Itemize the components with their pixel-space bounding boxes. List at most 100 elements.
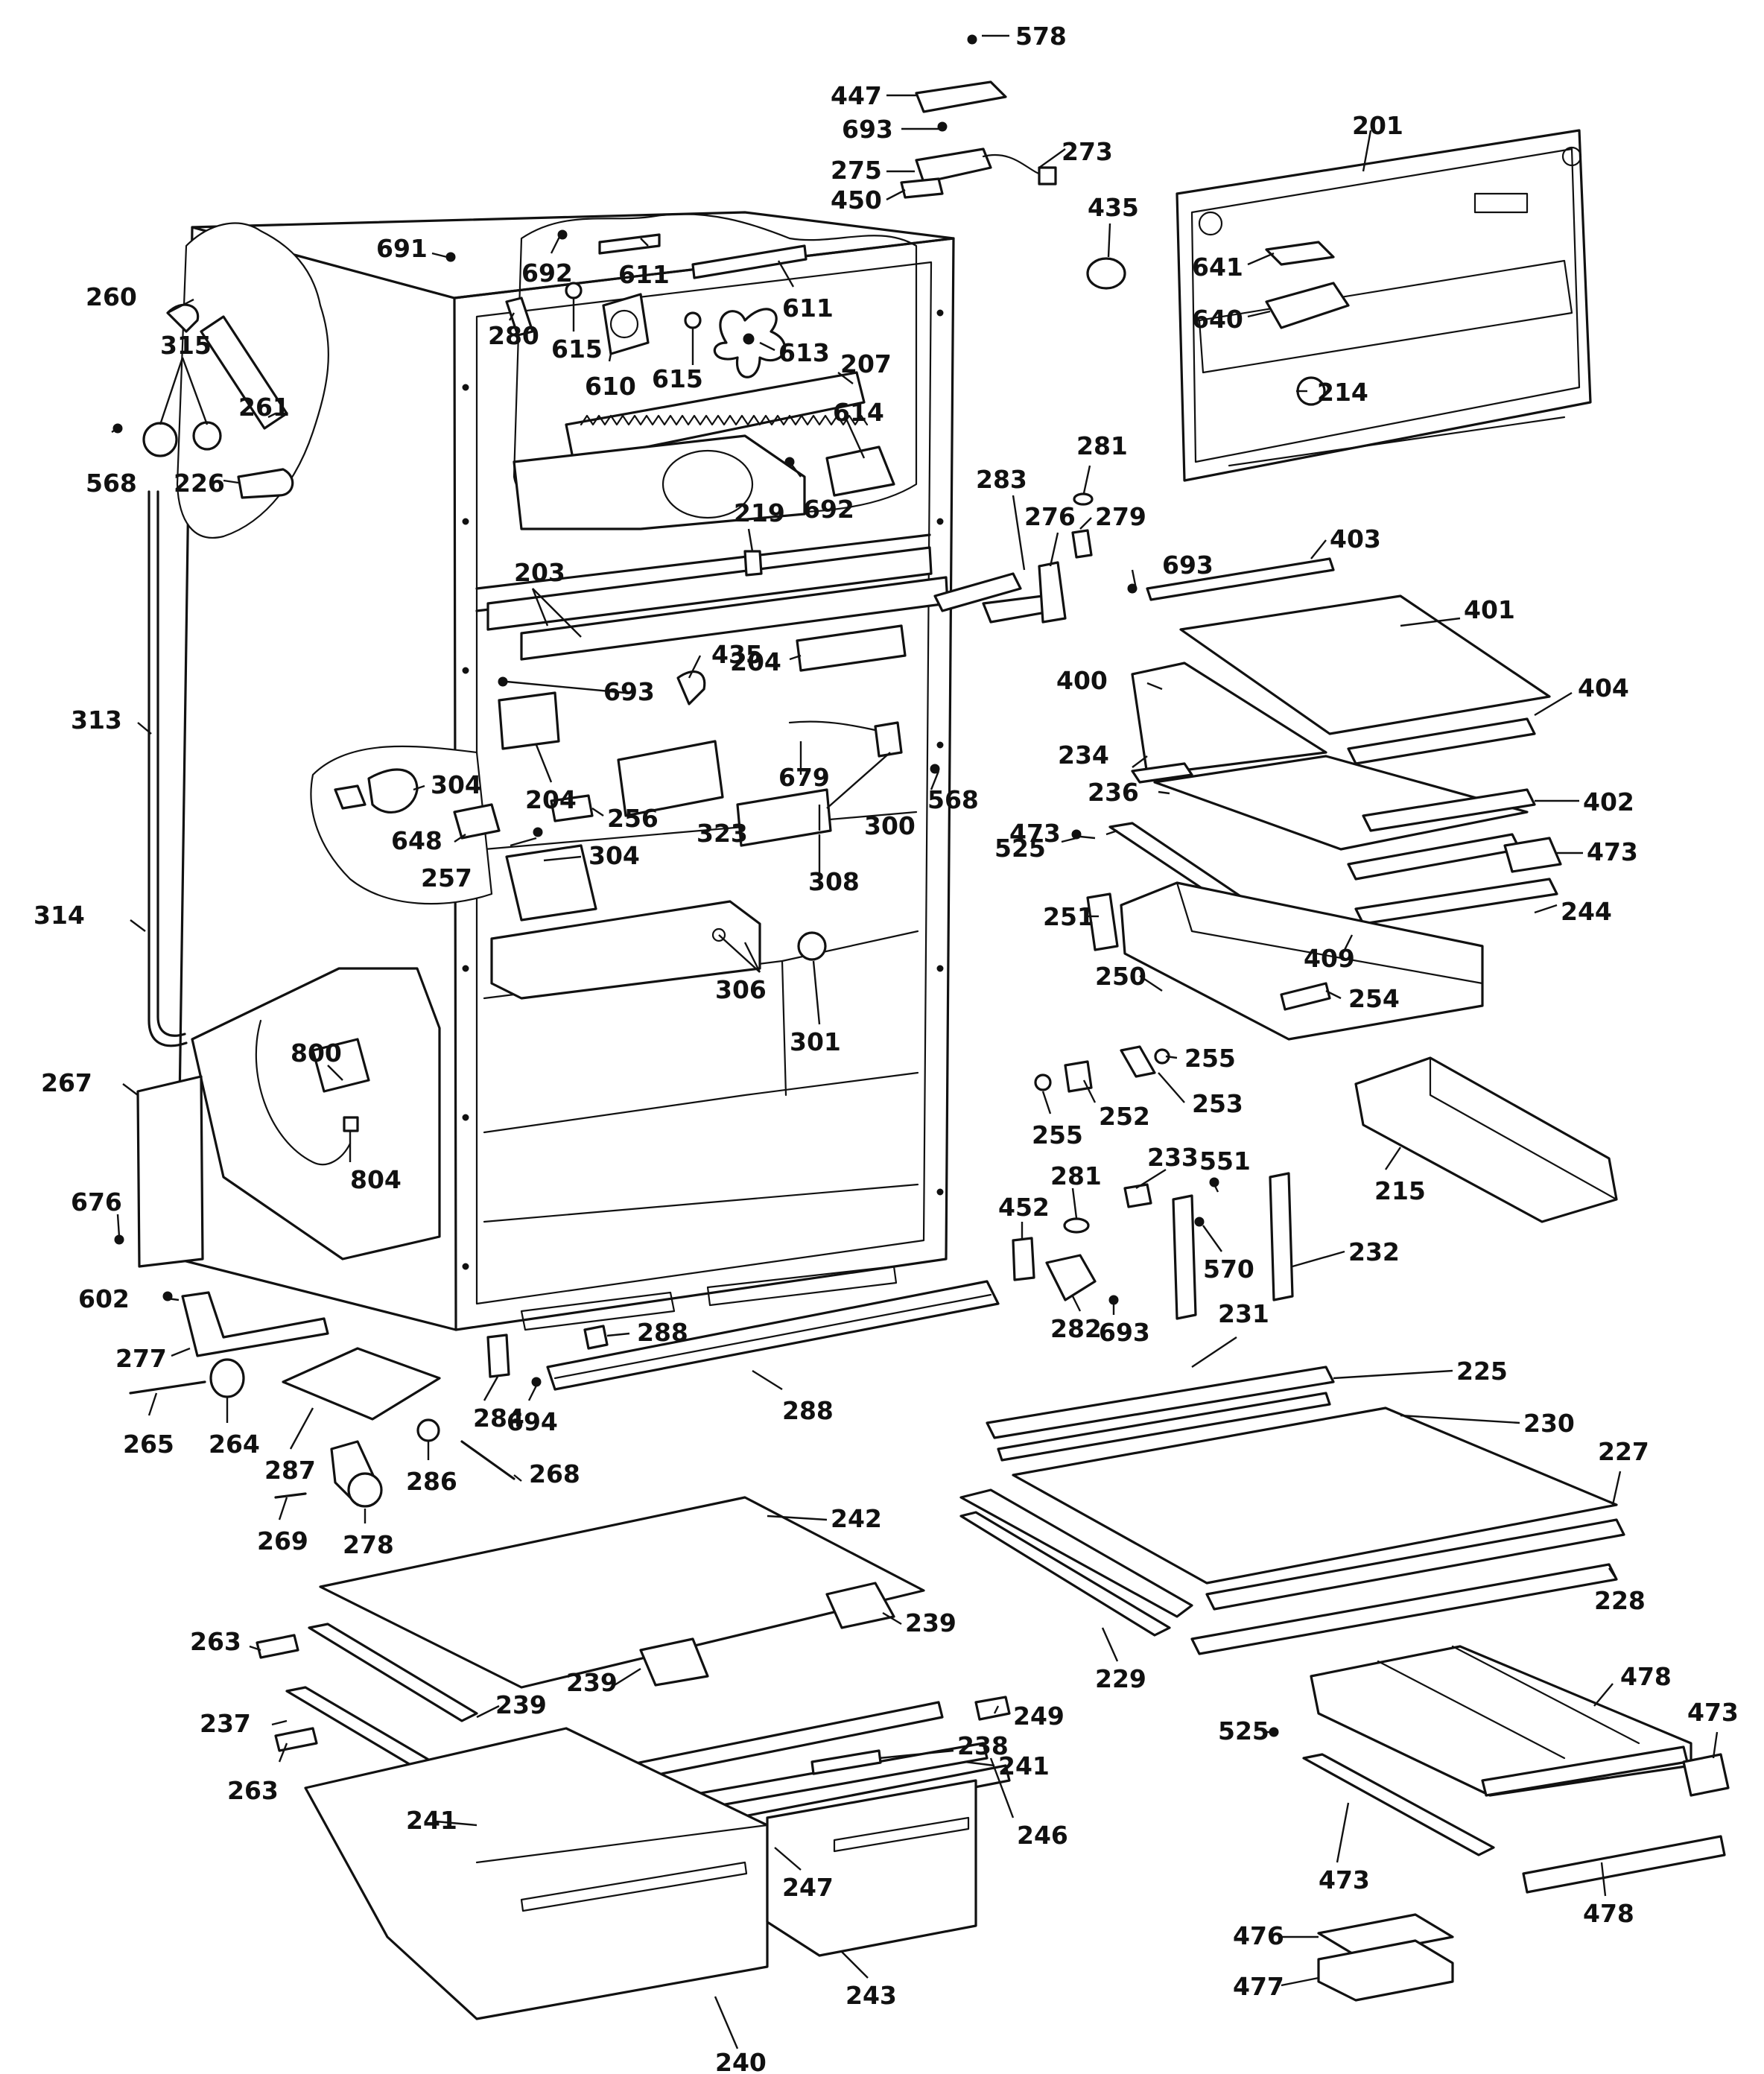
callout-401: 401 [1464,595,1515,624]
callout-402: 402 [1583,787,1634,816]
lower-right-shelf-assembly [959,1366,1625,1655]
callout-201: 201 [1352,111,1403,140]
callout-263: 263 [190,1627,241,1656]
callout-525: 525 [994,834,1046,863]
callout-568: 568 [927,785,979,814]
callout-693: 693 [1162,551,1213,580]
callout-435: 435 [711,640,763,669]
fitting-315 [142,421,222,457]
callout-275: 275 [831,156,882,185]
callout-313: 313 [71,705,122,735]
callout-265: 265 [123,1430,174,1459]
callout-241: 241 [406,1806,457,1835]
callout-676: 676 [71,1187,122,1217]
callout-610: 610 [585,372,636,401]
fan-blade-613 [713,308,787,378]
tube-261 [200,315,288,430]
callout-694: 694 [507,1407,558,1436]
callout-236: 236 [1088,778,1139,807]
callout-404: 404 [1578,673,1629,703]
callout-640: 640 [1192,305,1243,334]
callout-281: 281 [1050,1161,1102,1190]
callout-228: 228 [1594,1586,1646,1615]
callout-615: 615 [551,334,603,364]
callout-288: 288 [637,1318,688,1347]
callout-473: 473 [1009,819,1061,848]
callout-260: 260 [86,282,137,311]
callout-323: 323 [697,819,748,848]
callout-692: 692 [803,495,854,524]
callout-251: 251 [1043,902,1094,931]
callout-692: 692 [521,259,573,288]
callout-232: 232 [1348,1237,1400,1266]
callout-214: 214 [1317,378,1368,407]
callout-288: 288 [782,1396,834,1425]
callout-233: 233 [1147,1143,1199,1172]
lower-crisper-assembly [256,1496,1011,2020]
callout-243: 243 [845,1981,897,2010]
callout-693: 693 [603,677,655,706]
callout-203: 203 [514,558,565,587]
callout-476: 476 [1233,1921,1284,1950]
upper-shelf-assembly [1086,557,1562,1041]
callout-242: 242 [831,1504,882,1533]
callout-693: 693 [1099,1318,1150,1347]
callout-225: 225 [1456,1357,1508,1386]
fitting-226 [237,468,294,499]
callout-277: 277 [115,1344,167,1373]
callout-800: 800 [291,1038,342,1068]
callout-246: 246 [1017,1821,1068,1850]
callout-229: 229 [1095,1664,1146,1693]
callout-304: 304 [431,770,482,799]
freezer-components [486,233,949,661]
callout-257: 257 [421,863,472,892]
callout-239: 239 [495,1690,547,1719]
callout-254: 254 [1348,984,1400,1013]
callout-276: 276 [1024,502,1076,531]
callout-263: 263 [227,1776,279,1805]
callout-409: 409 [1304,944,1355,973]
callout-284: 284 [473,1404,524,1433]
panel-267 [136,1075,204,1268]
callout-249: 249 [1013,1702,1065,1731]
callout-570: 570 [1203,1255,1254,1284]
callout-261: 261 [238,393,290,422]
callout-648: 648 [391,826,442,855]
callout-315: 315 [160,331,212,360]
callout-204: 204 [525,785,577,814]
callout-280: 280 [488,321,539,350]
callout-525: 525 [1218,1716,1269,1745]
callout-231: 231 [1218,1299,1269,1328]
callout-273: 273 [1062,137,1113,166]
callout-304: 304 [588,841,640,870]
callout-237: 237 [200,1709,251,1738]
callout-452: 452 [998,1193,1050,1222]
callout-267: 267 [41,1068,92,1097]
callout-473: 473 [1319,1865,1370,1894]
callout-287: 287 [264,1456,316,1485]
callout-308: 308 [808,867,860,896]
elbow-260 [166,303,200,333]
callout-283: 283 [976,465,1027,494]
top-hinge-assembly [900,80,1126,290]
callout-281: 281 [1076,431,1128,460]
center-hinge-assembly [933,492,1094,624]
callout-679: 679 [778,763,830,792]
callout-268: 268 [529,1459,580,1488]
callout-551: 551 [1199,1147,1251,1176]
callout-473: 473 [1587,837,1638,866]
callout-252: 252 [1099,1102,1150,1131]
mid-right-hardware [1012,1045,1618,1320]
meat-drawer-assembly [1302,1645,1730,2002]
callout-282: 282 [1050,1314,1102,1343]
callout-244: 244 [1561,897,1612,926]
callout-207: 207 [840,349,892,378]
callout-447: 447 [831,81,882,110]
callout-numbers: 578 447 693 275 273 450 201 435 641 640 … [34,22,1739,2074]
leader-lines [111,34,1719,2049]
callout-234: 234 [1058,741,1109,770]
callout-238: 238 [957,1731,1009,1760]
callout-279: 279 [1095,502,1146,531]
callout-314: 314 [34,901,85,930]
